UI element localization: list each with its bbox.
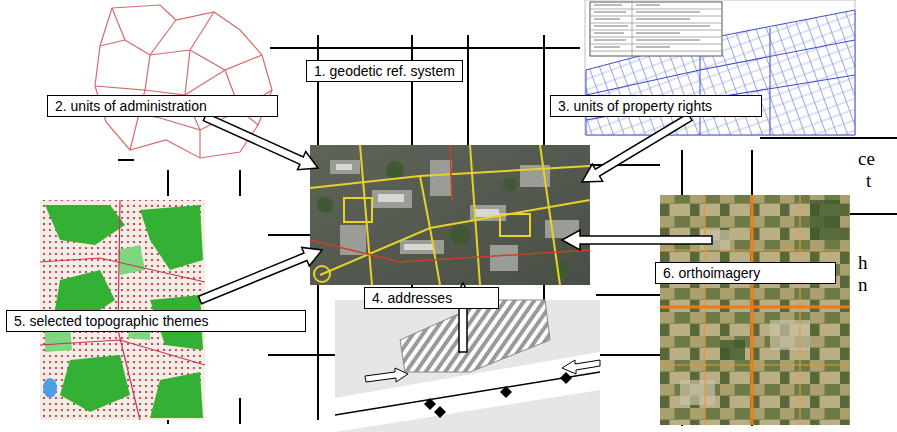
cut-off-text: t xyxy=(866,170,871,192)
label-box: 2. units of administration xyxy=(47,95,278,117)
central-orthophoto xyxy=(310,145,590,285)
label-box: 5. selected topographic themes xyxy=(6,310,306,332)
box-label: 3. units of property rights xyxy=(558,98,754,114)
box-label: 2. units of administration xyxy=(55,98,270,114)
cut-off-text: h xyxy=(858,252,868,274)
box-label: 5. selected topographic themes xyxy=(14,313,298,329)
cut-off-text: ce xyxy=(858,148,875,170)
box-label: 4. addresses xyxy=(372,290,491,306)
box-label: 6. orthoimagery xyxy=(663,265,828,281)
box-label: 1. geodetic ref. system xyxy=(314,63,455,79)
orthoimagery-tiles xyxy=(660,195,850,425)
label-box: 3. units of property rights xyxy=(550,95,762,117)
cut-off-text: n xyxy=(858,274,868,296)
label-box: 1. geodetic ref. system xyxy=(306,60,463,82)
label-box: 6. orthoimagery xyxy=(655,262,836,284)
label-box: 4. addresses xyxy=(364,287,499,309)
